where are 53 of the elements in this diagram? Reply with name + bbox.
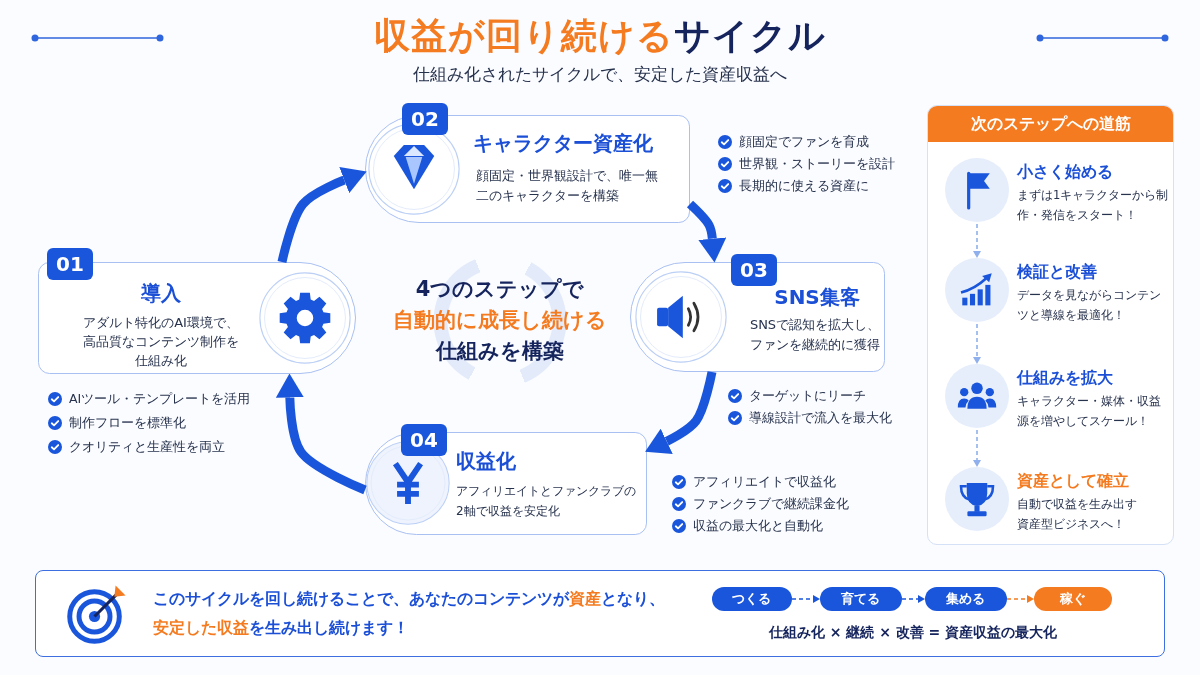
dashed-arrow [973, 429, 981, 467]
bullet-text: 収益の最大化と自動化 [693, 518, 823, 534]
dashed-arrow [901, 595, 925, 603]
step-number: 04 [401, 424, 447, 456]
step-heading: 検証と改善 [1017, 262, 1097, 283]
cycle-arrow [277, 168, 367, 263]
title: 収益が回り続けるサイクル [374, 14, 826, 58]
bullet-text: 導線設計で流入を最大化 [749, 410, 892, 426]
step-pill: 育てる [819, 586, 902, 611]
step-description: アダルト特化のAI環境で、高品質なコンテンツ制作を仕組み化 [82, 314, 240, 370]
bullet-text: AIツール・テンプレートを活用 [69, 391, 251, 407]
step-text: 自動で収益を生み出す資産型ビジネスへ！ [1017, 496, 1137, 533]
step-text: まずは1キャラクターから制作・発信をスタート！ [1017, 187, 1170, 224]
step-title: 収益化 [456, 448, 516, 475]
step-number: 03 [731, 254, 777, 286]
step-text: データを見ながらコンテンツと導線を最適化！ [1017, 287, 1162, 324]
dashed-arrow [791, 595, 820, 603]
side-panel [927, 105, 1174, 545]
step-pill: 稼ぐ [1033, 586, 1112, 611]
step-heading: 小さく始める [1017, 162, 1113, 183]
bullet-text: クオリティと生産性を両立 [69, 439, 225, 455]
bullet-text: 顔固定でファンを育成 [739, 134, 869, 150]
center-message: 4つのステップで自動的に成長し続ける仕組みを構築 [392, 276, 608, 365]
dashed-arrow [1006, 595, 1034, 603]
formula-text: 仕組み化 × 継続 × 改善 = 資産収益の最大化 [768, 624, 1058, 642]
bullet-text: 長期的に使える資産に [739, 178, 869, 194]
message-banner [35, 570, 1165, 657]
banner-message: このサイクルを回し続けることで、あなたのコンテンツが資産となり、安定した収益を生み出し続けます！ [153, 588, 666, 639]
step-number: 02 [402, 103, 448, 135]
step-number: 01 [47, 248, 93, 280]
subtitle: 仕組み化されたサイクルで、安定した資産収益へ [413, 63, 787, 86]
panel-heading: 次のステップへの道筋 [928, 106, 1173, 142]
cycle-arrow [686, 200, 725, 263]
step-description: 顔固定・世界観設計で、唯一無二のキャラクターを構築 [476, 167, 659, 205]
bullet-text: 制作フローを標準化 [69, 415, 186, 431]
step-pill: つくる [711, 586, 792, 611]
step-title: SNS集客 [774, 284, 860, 311]
bullet-text: 世界観・ストーリーを設計 [739, 156, 895, 172]
step-title: 導入 [141, 280, 181, 307]
step-heading: 仕組みを拡大 [1017, 368, 1113, 389]
step-title: キャラクター資産化 [473, 130, 653, 157]
dashed-arrow [973, 323, 981, 364]
step-description: SNSで認知を拡大し、ファンを継続的に獲得 [748, 316, 882, 354]
step-heading: 資産として確立 [1017, 471, 1129, 492]
step-pill: 集める [924, 586, 1007, 611]
bullet-text: ターゲットにリーチ [749, 388, 866, 404]
bullet-text: アフィリエイトで収益化 [693, 474, 836, 490]
step-description: アフィリエイトとファンクラブの2軸で収益を安定化 [456, 483, 637, 520]
cycle-arrow [645, 371, 717, 453]
dashed-arrow [973, 223, 981, 258]
step-text: キャラクター・媒体・収益源を増やしてスケール！ [1017, 393, 1162, 430]
bullet-text: ファンクラブで継続課金化 [693, 496, 849, 512]
cycle-arrow [277, 373, 367, 495]
